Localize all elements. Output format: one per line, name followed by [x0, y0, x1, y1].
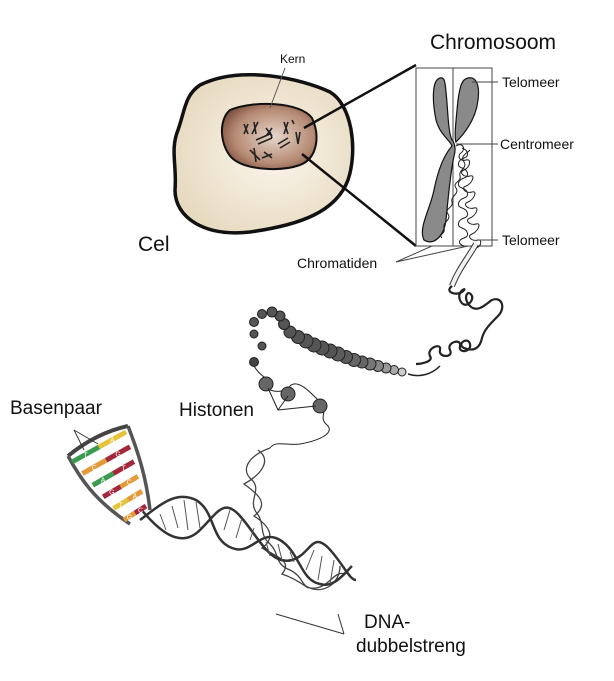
histonen-pointer-1: [277, 395, 289, 411]
zoom-line-bottom: [301, 153, 417, 247]
dna-double-helix: [139, 495, 357, 635]
label-centromeer: Centromeer: [500, 136, 574, 152]
kern-pointer: [269, 67, 286, 109]
base-letter: G: [115, 452, 120, 459]
label-dna-line2: dubbelstreng: [356, 636, 466, 657]
dna-helix-thin: [242, 447, 347, 591]
solenoid: [249, 306, 407, 377]
basenpaar-pointer-2: [73, 429, 99, 445]
chromatin-fiber: [249, 242, 504, 449]
base-letter: T: [122, 466, 127, 473]
base-letter: C: [92, 465, 97, 472]
chromatiden-pointer-2: [395, 245, 469, 263]
supercoil: [415, 285, 504, 366]
label-dna-line1: DNA-: [364, 612, 411, 633]
chromosome-chromatid-left: [421, 77, 456, 243]
label-chromatiden: Chromatiden: [297, 255, 378, 271]
label-telomeer-bottom: Telomeer: [502, 232, 560, 248]
label-chromosoom: Chromosoom: [430, 31, 557, 54]
base-pair-half: [70, 444, 101, 465]
dna-pointer-2: [337, 613, 345, 635]
dna-pointer-1: [275, 613, 345, 635]
base-pair-half: [81, 458, 108, 476]
helix-rungs: [159, 499, 335, 585]
base-letter: A: [133, 494, 138, 501]
chromosome-chromatid-right-top: [454, 77, 480, 144]
base-pair-half: [112, 459, 136, 476]
base-letter: A: [110, 438, 115, 445]
label-cel: Cel: [138, 233, 170, 256]
label-kern: Kern: [280, 52, 306, 66]
label-histonen: Histonen: [179, 400, 254, 421]
chromatiden-pointer-1: [395, 245, 433, 263]
histonen-pointer-3: [267, 387, 279, 411]
basenpaar-pointer-1: [73, 429, 85, 451]
base-pair-half: [97, 429, 128, 450]
zoom-line-top: [303, 63, 417, 130]
base-letter: C: [138, 508, 143, 515]
base-pair-half: [91, 471, 115, 488]
nucleus-chromosomes: [243, 119, 301, 163]
base-pair-half: [119, 474, 140, 489]
cell: [172, 67, 355, 235]
base-pair-half: [126, 489, 144, 502]
base-pair-half: [133, 503, 148, 516]
label-telomeer-top: Telomeer: [502, 74, 560, 90]
base-pair-half: [104, 444, 132, 463]
label-basenpaar: Basenpaar: [10, 398, 102, 419]
base-letter: G: [109, 490, 114, 497]
chromosome-panel: [395, 67, 498, 263]
base-pair-half: [101, 484, 122, 499]
nucleus: [221, 102, 318, 170]
chromatin-coil: [440, 144, 482, 249]
base-letter: G: [127, 515, 132, 522]
base-letter: A: [101, 477, 106, 484]
base-pair-half: [112, 497, 130, 511]
histone-clusters: [258, 376, 328, 414]
histonen-pointer-2: [277, 405, 317, 411]
base-pair-half: [122, 510, 137, 523]
base-letter: T: [83, 453, 88, 460]
base-letter: T: [119, 502, 124, 509]
base-letter: C: [127, 480, 132, 487]
